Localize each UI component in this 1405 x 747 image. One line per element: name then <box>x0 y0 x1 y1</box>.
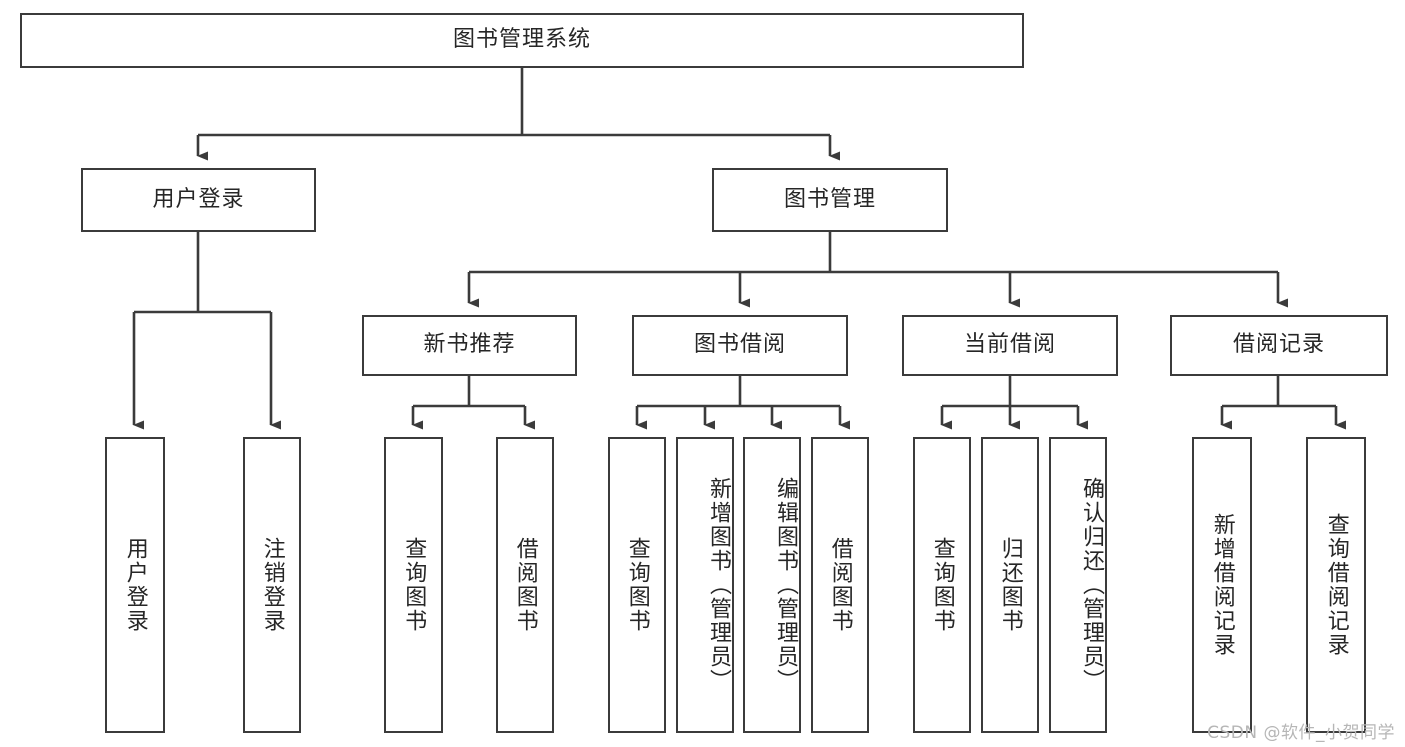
node-label: 新书推荐 <box>423 332 516 358</box>
node-new-book-recommend[interactable]: 新书推荐 <box>362 315 577 376</box>
node-label: 借阅图书 <box>512 537 538 633</box>
leaf-edit-book-admin[interactable]: 编辑图书（管理员） <box>743 437 801 733</box>
leaf-logout[interactable]: 注销登录 <box>243 437 301 733</box>
node-label: 图书管理系统 <box>452 27 591 53</box>
leaf-query-book-current[interactable]: 查询图书 <box>913 437 971 733</box>
node-label: 查询借阅记录 <box>1323 513 1349 657</box>
node-label: 归还图书 <box>997 537 1023 633</box>
leaf-query-book-recommend[interactable]: 查询图书 <box>384 437 443 733</box>
leaf-return-book[interactable]: 归还图书 <box>981 437 1039 733</box>
node-label: 编辑图书（管理员） <box>773 477 798 693</box>
node-label: 借阅记录 <box>1232 332 1325 358</box>
node-label: 注销登录 <box>259 537 285 633</box>
leaf-borrow-book-recommend[interactable]: 借阅图书 <box>496 437 554 733</box>
node-label: 新增图书（管理员） <box>706 477 731 693</box>
node-label: 用户登录 <box>152 186 245 212</box>
node-borrow-record[interactable]: 借阅记录 <box>1170 315 1388 376</box>
node-label: 图书借阅 <box>693 332 786 358</box>
leaf-borrow-book-borrow[interactable]: 借阅图书 <box>811 437 869 733</box>
leaf-confirm-return-admin[interactable]: 确认归还（管理员） <box>1049 437 1107 733</box>
node-current-borrow[interactable]: 当前借阅 <box>902 315 1118 376</box>
node-user-login[interactable]: 用户登录 <box>81 168 316 232</box>
leaf-user-login[interactable]: 用户登录 <box>105 437 165 733</box>
node-root-book-management-system[interactable]: 图书管理系统 <box>20 13 1024 68</box>
node-label: 新增借阅记录 <box>1209 513 1235 657</box>
node-label: 确认归还（管理员） <box>1079 477 1104 693</box>
csdn-watermark: CSDN @软件_小贺同学 <box>1207 723 1395 743</box>
leaf-add-borrow-record[interactable]: 新增借阅记录 <box>1192 437 1252 733</box>
node-label: 查询图书 <box>624 537 650 633</box>
leaf-query-borrow-record[interactable]: 查询借阅记录 <box>1306 437 1366 733</box>
node-label: 用户登录 <box>122 537 148 633</box>
leaf-add-book-admin[interactable]: 新增图书（管理员） <box>676 437 734 733</box>
node-book-borrow[interactable]: 图书借阅 <box>632 315 848 376</box>
node-label: 查询图书 <box>401 537 427 633</box>
node-label: 图书管理 <box>783 186 876 212</box>
node-book-management[interactable]: 图书管理 <box>712 168 948 232</box>
node-label: 当前借阅 <box>963 332 1056 358</box>
node-label: 查询图书 <box>929 537 955 633</box>
node-label: 借阅图书 <box>827 537 853 633</box>
leaf-query-book-borrow[interactable]: 查询图书 <box>608 437 666 733</box>
